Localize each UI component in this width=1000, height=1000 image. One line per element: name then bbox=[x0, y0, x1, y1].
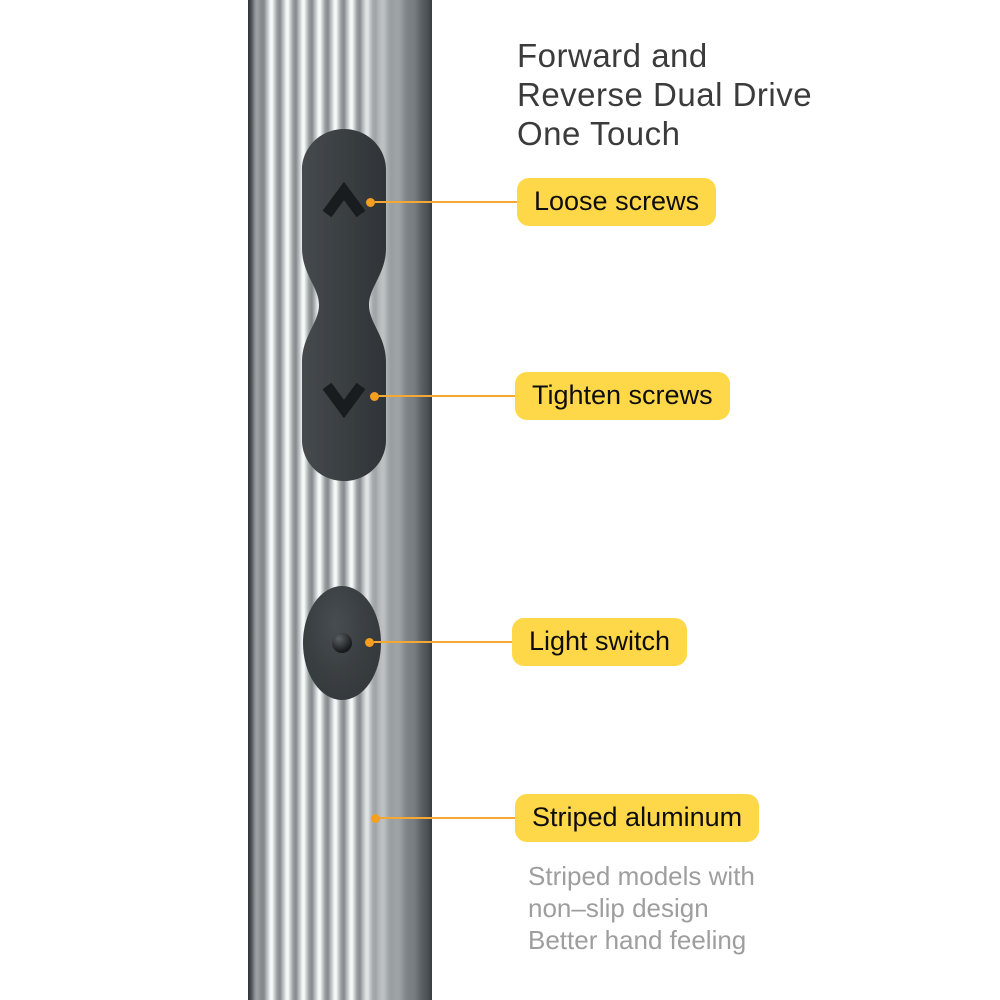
callout-striped-aluminum: Striped aluminum bbox=[371, 794, 760, 842]
tighten-chevron-down-icon bbox=[322, 382, 366, 419]
title-line-2: Reverse Dual Drive bbox=[517, 76, 813, 113]
leader-line bbox=[375, 201, 517, 203]
callout-label: Loose screws bbox=[517, 178, 717, 226]
direction-button-panel bbox=[302, 129, 386, 481]
callout-dot bbox=[365, 637, 374, 647]
title-line-3: One Touch bbox=[517, 115, 681, 152]
light-switch-dot-icon bbox=[332, 633, 352, 653]
callout-label: Tighten screws bbox=[515, 372, 730, 420]
leader-line bbox=[374, 641, 512, 643]
callout-loose-screws: Loose screws bbox=[366, 178, 717, 226]
callout-label: Striped aluminum bbox=[515, 794, 760, 842]
footnote-line-1: Striped models with bbox=[528, 861, 755, 891]
dual-button-shape bbox=[302, 129, 386, 481]
footnote-line-2: non–slip design bbox=[528, 893, 709, 923]
footnote-text: Striped models with non–slip design Bett… bbox=[528, 860, 755, 956]
callout-label: Light switch bbox=[512, 618, 688, 666]
page-title: Forward and Reverse Dual Drive One Touch bbox=[517, 36, 812, 153]
callout-tighten-screws: Tighten screws bbox=[370, 372, 730, 420]
loosen-chevron-up-icon bbox=[322, 181, 366, 218]
callout-dot bbox=[371, 813, 380, 823]
leader-line bbox=[379, 395, 515, 397]
callout-dot bbox=[370, 391, 379, 401]
callout-light-switch: Light switch bbox=[365, 618, 688, 666]
title-line-1: Forward and bbox=[517, 37, 708, 74]
footnote-line-3: Better hand feeling bbox=[528, 925, 747, 955]
leader-line bbox=[380, 817, 515, 819]
callout-dot bbox=[366, 197, 375, 207]
